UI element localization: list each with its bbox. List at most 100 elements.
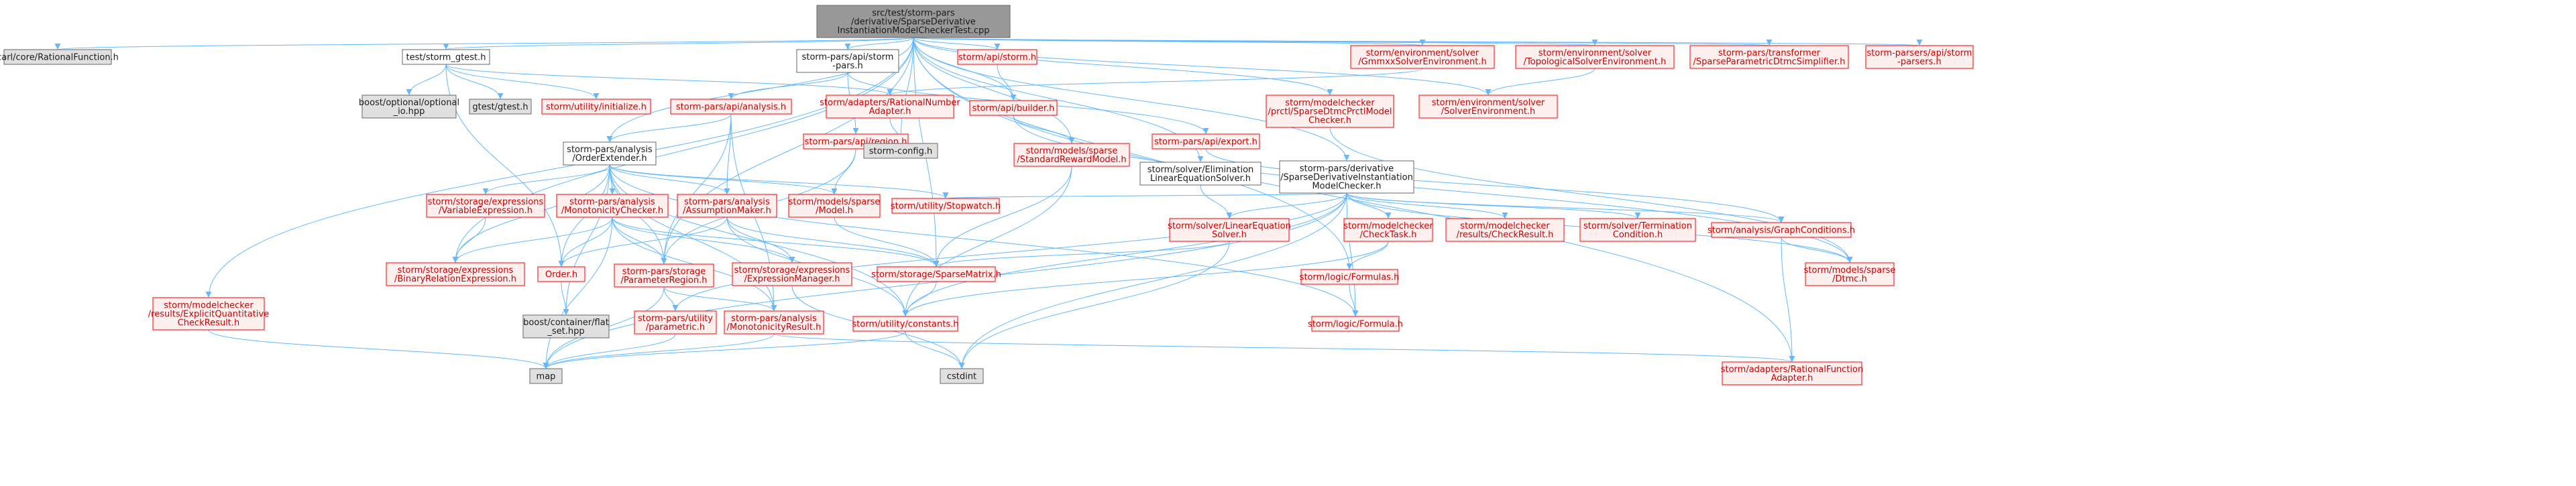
node-config[interactable]: storm-config.h xyxy=(863,143,938,159)
node-gtest_h[interactable]: test/storm_gtest.h xyxy=(402,49,490,65)
edge-monochecker-to-paramregion xyxy=(612,217,667,265)
node-api_storm[interactable]: storm/api/storm.h xyxy=(957,49,1038,65)
node-builder[interactable]: storm/api/builder.h xyxy=(969,100,1058,116)
node-derivchecker[interactable]: storm-pars/derivative/SparseDerivativeIn… xyxy=(1279,160,1414,194)
node-optional_io[interactable]: boost/optional/optional_io.hpp xyxy=(359,95,459,119)
edge-gtest_h-to-gtest xyxy=(445,64,504,100)
node-prctl[interactable]: storm/modelchecker/prctl/SparseDtmcPrctl… xyxy=(1266,95,1394,128)
edge-checktask-to-constants xyxy=(902,241,1389,317)
node-gmmxx[interactable]: storm/environment/solver/GmmxxSolverEnvi… xyxy=(1350,45,1495,69)
node-box xyxy=(1579,218,1696,242)
node-graphcond[interactable]: storm/analysis/GraphConditions.h xyxy=(1707,222,1855,238)
node-elimsolver[interactable]: storm/solver/EliminationLinearEquationSo… xyxy=(1139,162,1262,186)
node-box xyxy=(614,263,714,288)
node-export[interactable]: storm-pars/api/export.h xyxy=(1152,133,1260,149)
node-label-line: -parsers.h xyxy=(1897,57,1942,67)
node-constants[interactable]: storm/utility/constants.h xyxy=(852,316,959,332)
node-formulas[interactable]: storm/logic/Formulas.h xyxy=(1300,269,1400,285)
node-label-line: storm/storage/SparseMatrix.h xyxy=(871,270,1001,280)
edge-gtest_h-to-initialize xyxy=(445,64,600,100)
node-exprmgr[interactable]: storm/storage/expressions/ExpressionMana… xyxy=(732,262,852,286)
node-transformer[interactable]: storm-pars/transformer/SparseParametricD… xyxy=(1689,45,1849,69)
node-label-line: src/test/storm-pars xyxy=(872,9,955,19)
node-label-line: storm/models/sparse xyxy=(789,197,881,207)
edge-root-to-ratfunc xyxy=(55,37,914,50)
node-label-line: /TopologicalSolverEnvironment.h xyxy=(1524,57,1667,67)
node-label-line: Adapter.h xyxy=(1771,373,1813,383)
node-parsers[interactable]: storm-parsers/api/storm-parsers.h xyxy=(1865,45,1974,69)
node-varexpr[interactable]: storm/storage/expressions/VariableExpres… xyxy=(426,194,545,218)
node-dtmc[interactable]: storm/models/sparse/Dtmc.h xyxy=(1804,262,1896,286)
node-binrel[interactable]: storm/storage/expressions/BinaryRelation… xyxy=(386,262,525,286)
edge-stdreward-to-sparsematrix xyxy=(933,166,1072,267)
edge-root-to-prctl xyxy=(913,37,1333,96)
node-label-line: storm/modelchecker xyxy=(164,301,254,311)
node-box xyxy=(1311,316,1400,332)
node-assumption[interactable]: storm-pars/analysis/AssumptionMaker.h xyxy=(677,194,777,218)
edge-monochecker-to-exprmgr xyxy=(612,217,795,263)
node-label-line: /SparseDerivativeInstantiation xyxy=(1280,173,1413,183)
edge-analysis_h-to-orderext xyxy=(606,113,732,143)
node-root: src/test/storm-pars/derivative/SparseDer… xyxy=(816,5,1011,38)
node-label-line: Solver.h xyxy=(1212,230,1247,240)
edge-root-to-parsers xyxy=(913,37,1921,46)
node-label-line: /StandardRewardModel.h xyxy=(1017,155,1126,165)
node-gtest[interactable]: gtest/gtest.h xyxy=(469,99,532,115)
edge-root-to-binrel xyxy=(452,37,914,263)
node-cstdint[interactable]: cstdint xyxy=(940,368,984,384)
edge-derivchecker-to-formula xyxy=(1346,192,1359,317)
node-flatset[interactable]: boost/container/flat_set.hpp xyxy=(522,314,610,339)
node-paramregion[interactable]: storm-pars/storage/ParameterRegion.h xyxy=(614,263,714,288)
node-solverenv[interactable]: storm/environment/solver/SolverEnvironme… xyxy=(1418,95,1558,119)
node-sparsematrix[interactable]: storm/storage/SparseMatrix.h xyxy=(871,266,1001,282)
node-ratfunc[interactable]: carl/core/RationalFunction.h xyxy=(0,49,119,65)
node-checkresult[interactable]: storm/modelchecker/results/CheckResult.h xyxy=(1445,218,1565,242)
edge-checktask-to-formulas xyxy=(1346,241,1389,270)
edge-gtest_h-to-optional_io xyxy=(406,64,447,96)
node-label-line: Adapter.h xyxy=(869,107,911,117)
edge-root-to-ratfuncadapter xyxy=(913,37,1795,363)
node-label-line: storm-pars/api/storm xyxy=(802,52,894,62)
edge-monoresult-to-ratfuncadapter xyxy=(773,333,1795,363)
edge-order-to-flatset xyxy=(561,281,569,316)
node-monochecker[interactable]: storm-pars/analysis/MonotonicityChecker.… xyxy=(556,194,669,218)
edge-root-to-api_storm xyxy=(913,37,1001,50)
node-label-line: storm-pars/analysis xyxy=(731,314,817,324)
node-order[interactable]: Order.h xyxy=(537,266,585,282)
node-formula[interactable]: storm/logic/Formula.h xyxy=(1308,316,1403,332)
edge-stdreward-to-constants xyxy=(902,166,1072,317)
node-explicitquant[interactable]: storm/modelchecker/results/ExplicitQuant… xyxy=(148,297,269,330)
node-label-line: map xyxy=(537,372,556,382)
node-box xyxy=(957,49,1038,65)
node-label-line: test/storm_gtest.h xyxy=(406,53,486,63)
node-model_h[interactable]: storm/models/sparse/Model.h xyxy=(788,194,881,218)
node-label-line: LinearEquationSolver.h xyxy=(1150,174,1251,184)
edge-assumption-to-order xyxy=(558,217,728,267)
node-label-line: storm/environment/solver xyxy=(1538,48,1652,58)
node-orderext[interactable]: storm-pars/analysis/OrderExtender.h xyxy=(563,141,657,166)
node-initialize[interactable]: storm/utility/initialize.h xyxy=(541,99,651,115)
edge-explicitquant-to-map xyxy=(208,329,549,369)
node-box xyxy=(969,100,1058,116)
node-monoresult[interactable]: storm-pars/analysis/MonotonicityResult.h xyxy=(724,310,824,335)
node-stopwatch[interactable]: storm/utility/Stopwatch.h xyxy=(891,198,1001,214)
node-analysis_h[interactable]: storm-pars/api/analysis.h xyxy=(670,99,792,115)
node-label-line: storm/adapters/RationalFunction xyxy=(1721,365,1864,375)
node-box xyxy=(522,314,610,339)
node-map[interactable]: map xyxy=(529,368,563,384)
node-box xyxy=(1300,269,1398,285)
node-box xyxy=(1169,218,1290,242)
node-stdreward[interactable]: storm/models/sparse/StandardRewardModel.… xyxy=(1013,143,1130,167)
node-box xyxy=(1515,45,1675,69)
node-label-line: storm/storage/expressions xyxy=(734,265,850,276)
node-checktask[interactable]: storm/modelchecker/CheckTask.h xyxy=(1343,218,1433,242)
edge-derivchecker-to-linsolver xyxy=(1226,192,1347,219)
node-linsolver[interactable]: storm/solver/LinearEquationSolver.h xyxy=(1168,218,1291,242)
node-parametric[interactable]: storm-pars/utility/parametric.h xyxy=(634,310,717,335)
node-pars_h[interactable]: storm-pars/api/storm-pars.h xyxy=(796,49,899,73)
node-topo[interactable]: storm/environment/solver/TopologicalSolv… xyxy=(1515,45,1675,69)
edge-derivchecker-to-checktask xyxy=(1346,192,1392,219)
